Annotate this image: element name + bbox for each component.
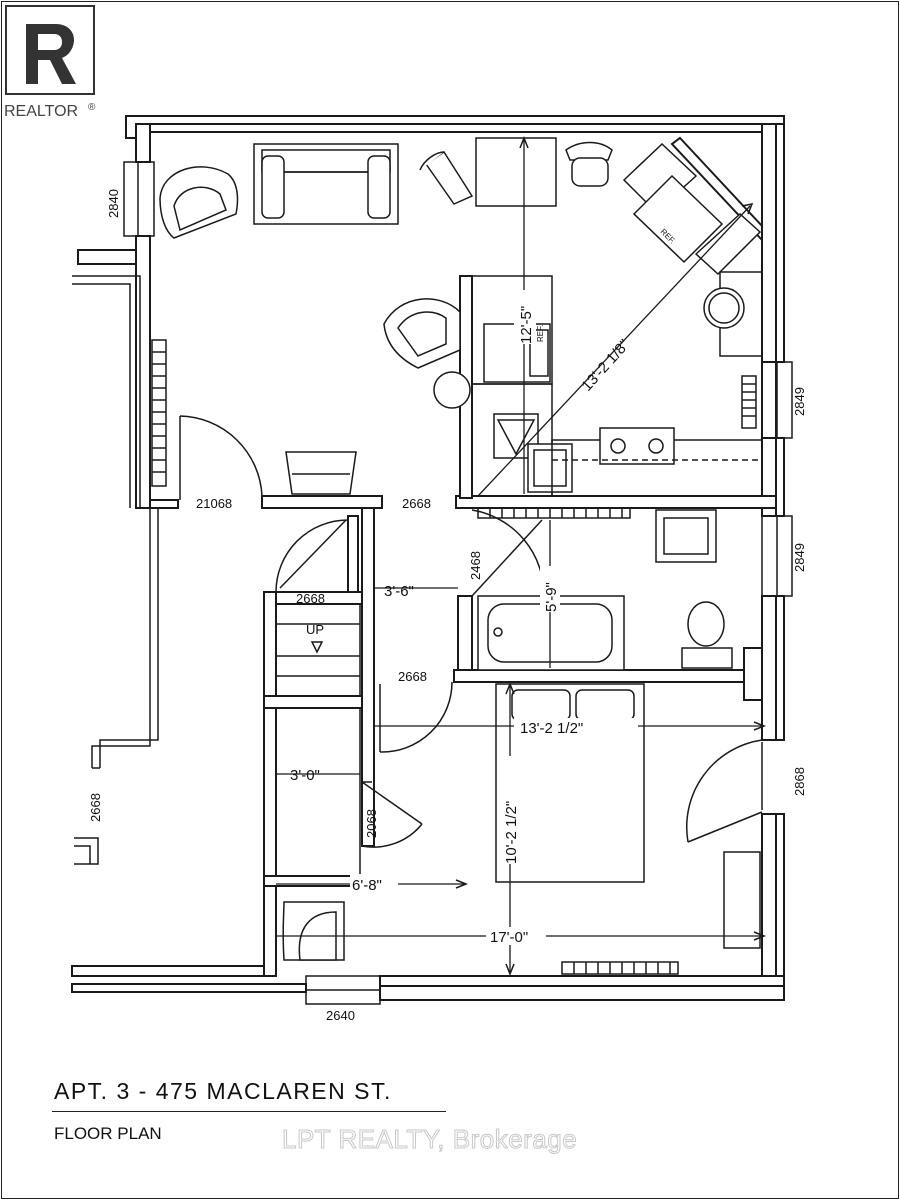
- label-window-right-2: 2849: [792, 543, 807, 572]
- dim-label-bath: 5'-9": [540, 566, 560, 612]
- bath-wall-bottom: [453, 669, 763, 683]
- label-left-wall: 2668: [88, 793, 103, 822]
- wall-mid-right: [455, 495, 777, 509]
- dim-label-kitchen-v: 12'-5": [514, 290, 536, 344]
- stove: [551, 427, 763, 497]
- stair-left: [263, 591, 277, 977]
- window-left: [123, 161, 155, 237]
- door-bedroom-right: [685, 739, 763, 843]
- svg-text:17'-0": 17'-0": [490, 929, 528, 946]
- svg-text:5'-9": 5'-9": [543, 582, 560, 612]
- wall-bottom-left-2: [71, 965, 275, 977]
- corridor-wall-bottom: [74, 837, 99, 865]
- radiator-right: [741, 375, 757, 429]
- label-door-2668-a: 2668: [402, 496, 431, 511]
- chair-2: [565, 141, 613, 187]
- bath-wall-left: [457, 595, 473, 673]
- label-window-right-1: 2849: [792, 387, 807, 416]
- dim-label-bed-width: 13'-2 1/2": [514, 718, 638, 737]
- plan-title: APT. 3 - 475 MACLAREN ST.: [54, 1078, 392, 1104]
- hall-wall-b: [347, 515, 359, 593]
- dim-label-bed-full: 17'-0": [486, 927, 546, 946]
- label-stairs-up: UP: [306, 622, 324, 637]
- ref-label-kitchen: REF.: [536, 325, 545, 342]
- window-right-2: [761, 515, 793, 597]
- radiator-left: [151, 339, 167, 487]
- label-door-2068: 2068: [364, 809, 379, 838]
- chair-1: [419, 150, 474, 205]
- bath-wall-right-stub: [743, 647, 763, 701]
- window-bottom: [305, 975, 381, 1005]
- radiator-bath: [477, 507, 631, 519]
- dim-label-bed-height: 10'-2 1/2": [500, 756, 520, 864]
- dim-label-bed-lower: 6'-8": [350, 874, 398, 894]
- bath-sink: [655, 509, 717, 563]
- label-door-2668-b: 2668: [296, 591, 325, 606]
- dim-diagonal: [477, 202, 754, 497]
- wall-right-5: [775, 813, 785, 1001]
- wall-right-2: [761, 361, 777, 439]
- label-door-2668-c: 2668: [398, 669, 427, 684]
- svg-text:10'-2 1/2": 10'-2 1/2": [503, 801, 520, 864]
- radiator-bedroom: [561, 961, 679, 975]
- svg-text:12'-5": 12'-5": [518, 306, 535, 344]
- side-table: [433, 371, 471, 409]
- wall-bottom-right-inner: [379, 975, 785, 987]
- corridor-wall: [72, 275, 141, 508]
- title-underline: [52, 1111, 446, 1112]
- refrigerator-corner: REF.: [622, 142, 762, 276]
- wall-right-4: [775, 595, 785, 741]
- toilet: [681, 601, 733, 669]
- door-living: [179, 415, 263, 500]
- logo-text: REALTOR: [4, 103, 78, 120]
- label-window-bottom: 2640: [326, 1008, 355, 1023]
- svg-text:13'-2 1/8": 13'-2 1/8": [578, 336, 633, 394]
- wall-bottom-left: [71, 983, 307, 993]
- realtor-logo: REALTOR ®: [0, 0, 100, 122]
- tv-unit: [285, 451, 357, 495]
- corridor-wall-lower: [91, 508, 159, 769]
- svg-text:13'-2 1/2": 13'-2 1/2": [520, 720, 583, 737]
- round-fixture-corner: [703, 271, 763, 357]
- wall-right-3: [775, 437, 785, 517]
- window-right-1: [761, 361, 793, 439]
- wall-right-1: [775, 123, 785, 363]
- wall-left-mid: [135, 235, 151, 509]
- wall-mid-center: [261, 495, 383, 509]
- dim-label-diagonal: 13'-2 1/8": [578, 336, 633, 394]
- label-window-left: 2840: [106, 189, 121, 218]
- wall-right-inner-4: [761, 813, 777, 1001]
- svg-text:6'-8": 6'-8": [352, 877, 382, 894]
- label-door-2468: 2468: [468, 551, 483, 580]
- dim-label-hall: 3'-6": [384, 583, 414, 600]
- label-door-21068: 21068: [196, 496, 232, 511]
- wall-left-upper: [135, 123, 151, 163]
- door-closet: [361, 781, 423, 848]
- closet-inner: [275, 707, 361, 877]
- wall-left-stub: [77, 249, 137, 265]
- label-opening-right-3: 2868: [792, 767, 807, 796]
- armchair-left: [159, 166, 239, 239]
- armchair-bottom: [282, 901, 345, 961]
- stair-bottom: [263, 695, 363, 709]
- wall-right-inner: [761, 123, 777, 363]
- dining-table: [475, 137, 557, 207]
- door-bedroom: [379, 681, 453, 753]
- plan-subtitle: FLOOR PLAN: [54, 1124, 162, 1143]
- armchair-mid: [383, 298, 461, 369]
- stairs: [275, 603, 361, 697]
- brokerage-watermark: LPT REALTY, Brokerage: [281, 1124, 578, 1155]
- wall-right-inner-3: [761, 595, 777, 741]
- hall-wall-a: [361, 507, 375, 847]
- wall-top-inner: [135, 123, 777, 139]
- door-stair-closet: [275, 519, 349, 593]
- sofa: [253, 143, 399, 225]
- wall-mid-left: [149, 499, 179, 509]
- dresser: [723, 851, 761, 949]
- dim-label-closet: 3'-0": [290, 767, 320, 784]
- logo-registered-mark: ®: [88, 102, 96, 113]
